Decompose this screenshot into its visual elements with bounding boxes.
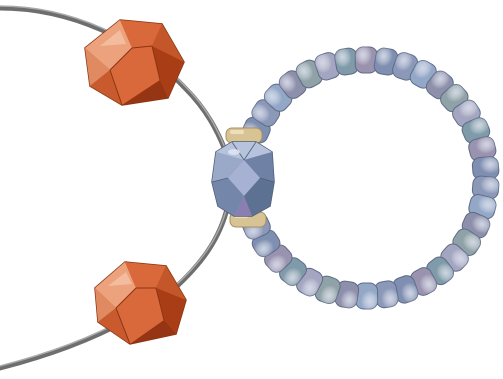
seed-bead-loop [240, 47, 499, 309]
seed-bead [355, 47, 377, 73]
accent-bead-top [226, 128, 262, 143]
center-faceted-bead [212, 142, 274, 216]
seed-bead [356, 283, 378, 309]
bicone-crystal-top [85, 20, 184, 105]
